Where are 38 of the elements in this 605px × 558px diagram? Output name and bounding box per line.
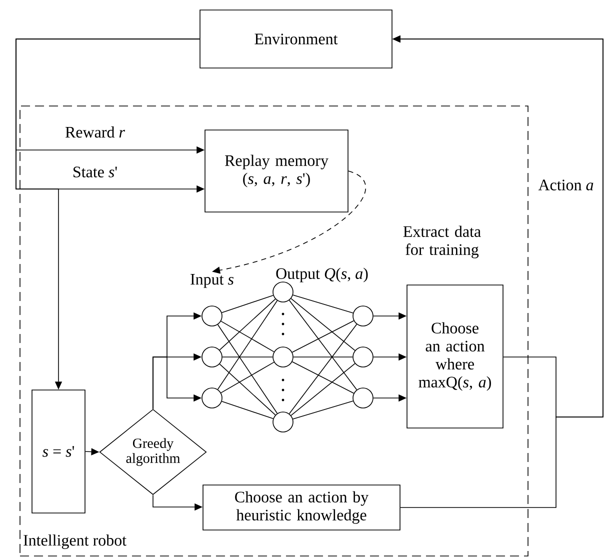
connector-line xyxy=(293,356,353,358)
input-label: Input s xyxy=(190,274,234,288)
connector-line xyxy=(292,320,354,353)
edge-label: Reward r xyxy=(64,125,126,139)
connector-line xyxy=(222,356,273,358)
connector-line xyxy=(220,320,274,352)
connector-line xyxy=(288,300,358,390)
connector-line xyxy=(292,294,354,314)
process-box: Choose an action where maxQ(s, a) xyxy=(406,284,504,428)
connector-line xyxy=(290,298,356,351)
connector-line xyxy=(290,363,356,416)
process-box: Replay memory (s, a, r, s') xyxy=(204,130,348,212)
neuron-circle xyxy=(352,346,374,368)
process-box: Choose an action by heuristic knowledge xyxy=(202,484,400,530)
neuron-circle xyxy=(272,282,294,302)
edge-label: Action a xyxy=(537,178,595,192)
neuron-circle xyxy=(202,306,222,326)
process-box: Environment xyxy=(200,10,392,68)
connector-line xyxy=(219,364,276,416)
connector-line xyxy=(219,298,276,350)
edge-label: Extract data for training xyxy=(395,224,489,260)
neuron-circle xyxy=(352,306,374,326)
neuron-circle xyxy=(202,346,222,368)
connector-line xyxy=(288,324,358,414)
neuron-circle xyxy=(272,412,294,432)
process-box: s = s' xyxy=(32,390,86,514)
neuron-circle xyxy=(272,346,294,368)
connector-line xyxy=(217,300,278,390)
connector-line xyxy=(292,400,354,420)
connector-line xyxy=(292,361,354,394)
edge-label: State s' xyxy=(71,166,119,178)
connector-line xyxy=(221,294,274,314)
connector-line xyxy=(217,324,278,414)
output-label: Output Q(s, a) xyxy=(276,268,368,282)
neuron-circle xyxy=(202,388,222,408)
connector-line xyxy=(221,400,274,420)
neuron-circle xyxy=(352,388,374,408)
connector-line xyxy=(220,362,274,394)
